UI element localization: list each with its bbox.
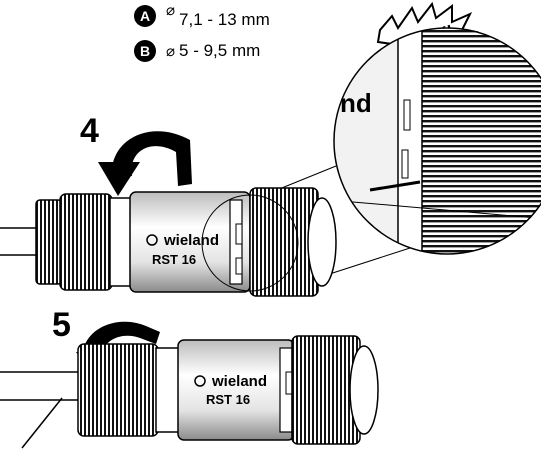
zoom-detail: nd — [333, 27, 541, 255]
connector-brand-5: wieland — [211, 373, 267, 390]
step-number-4: 4 — [80, 112, 99, 150]
spec-b-badge: B — [134, 40, 156, 62]
step-number-5: 5 — [52, 306, 71, 344]
connector-step-4: wieland RST 16 — [0, 187, 337, 297]
diameter-symbol: ⌀ — [166, 2, 176, 19]
connector-step-5: wieland RST 16 — [0, 335, 379, 449]
rotate-arrow-4 — [98, 131, 192, 196]
connector-model-4: RST 16 — [152, 252, 196, 267]
spec-b: B ⌀ 5 - 9,5 mm — [134, 40, 260, 62]
diameter-symbol: ⌀ — [166, 43, 176, 60]
connector-brand-4: wieland — [163, 232, 219, 249]
spec-b-value: 5 - 9,5 mm — [179, 41, 261, 60]
spec-a: A ⌀ 7,1 - 13 mm — [134, 2, 270, 29]
spec-a-badge: A — [134, 5, 156, 27]
connector-model-5: RST 16 — [206, 392, 250, 407]
spec-a-value: 7,1 - 13 mm — [179, 10, 270, 29]
